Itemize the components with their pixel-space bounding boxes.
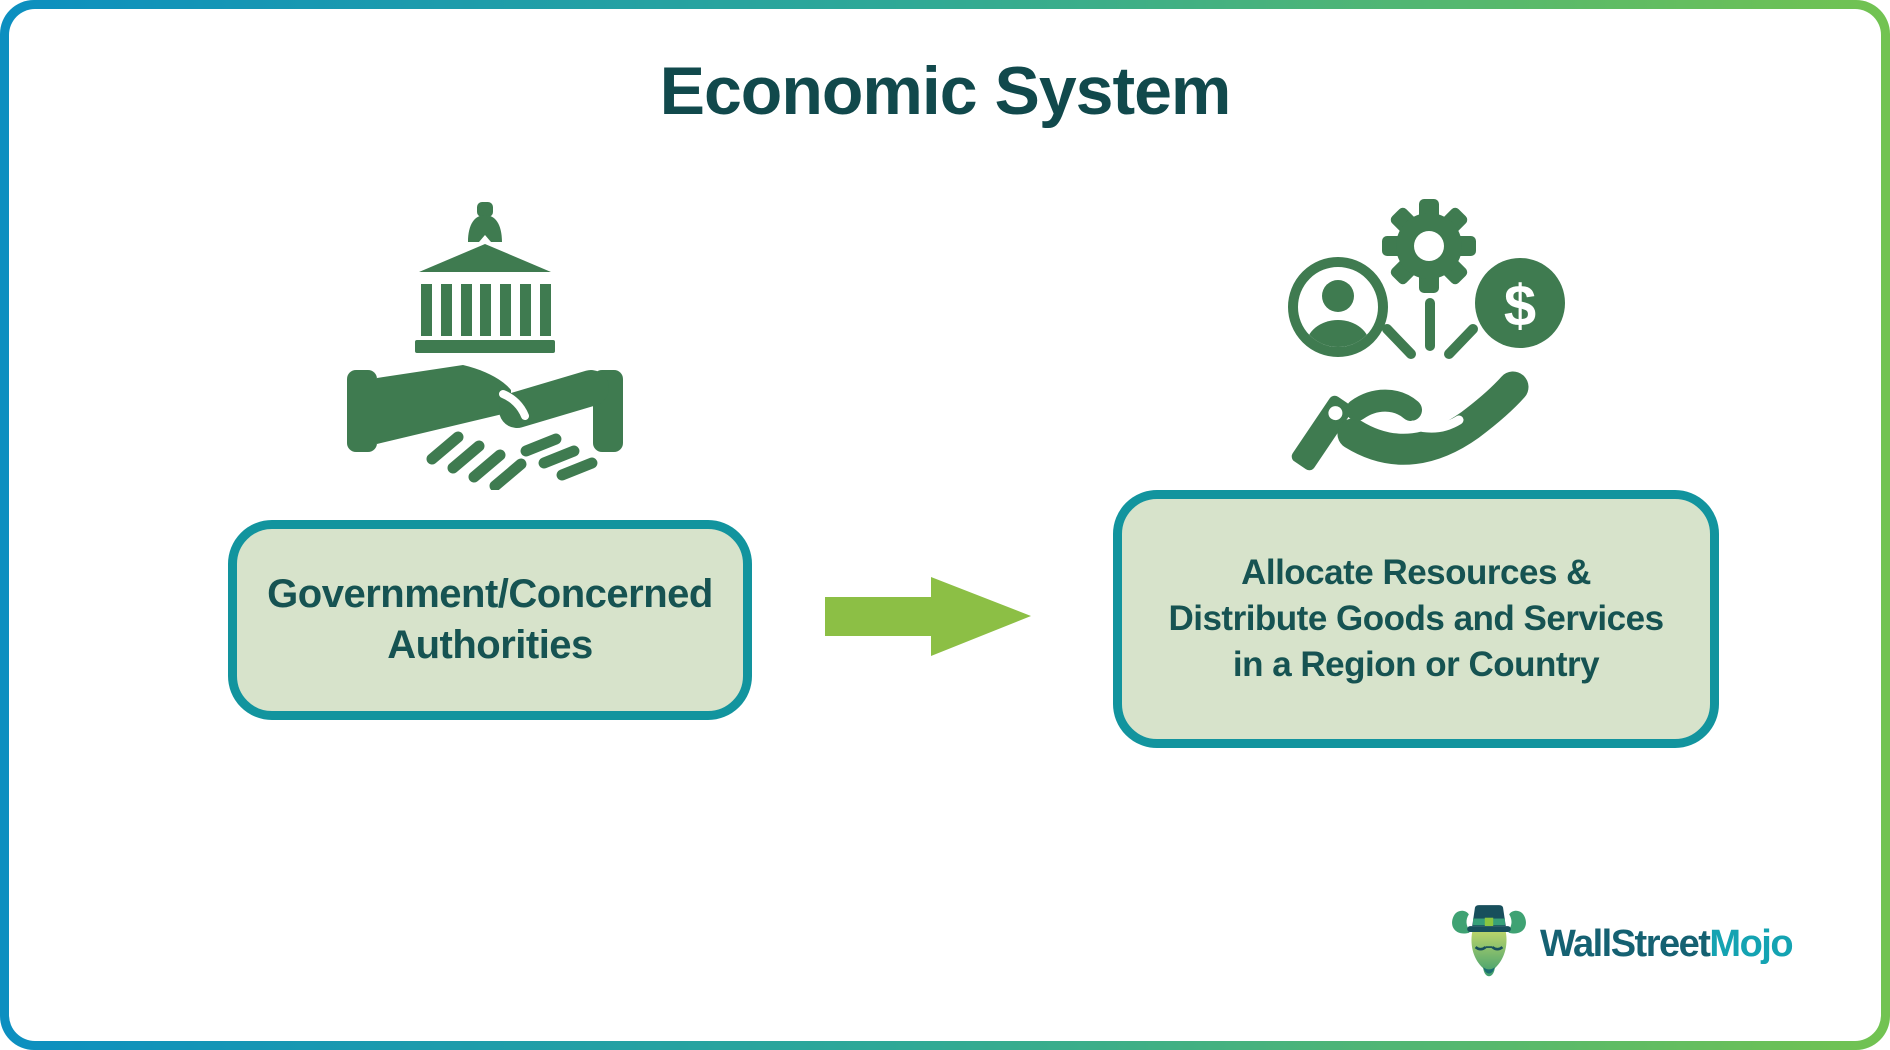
allocation-box: Allocate Resources & Distribute Goods an… [1113,490,1719,748]
dollar-coin-icon: $ [1475,258,1565,348]
open-hand-icon [1291,371,1529,471]
person-icon [1288,257,1388,357]
hand-giving-resources-icon: $ [1288,199,1565,471]
brand-wallstreet: WallStreet [1540,923,1711,965]
gear-icon [1382,199,1476,293]
rays [1382,298,1478,359]
brand-name: WallStreetMojo [1540,923,1794,966]
government-building-icon [415,202,555,353]
brand-mojo: Mojo [1709,923,1793,965]
government-handshake-icon [347,202,623,490]
government-box: Government/Concerned Authorities [228,520,752,720]
bull-mascot-icon [1452,904,1526,976]
arrow-right-icon [825,577,1031,656]
wallstreetmojo-logo: WallStreetMojo [1447,898,1794,991]
government-box-label: Government/Concerned Authorities [267,571,713,667]
page-title: Economic System [659,53,1232,129]
handshake-icon [347,365,623,490]
dollar-glyph: $ [1504,274,1536,339]
allocation-box-label: Allocate Resources & Distribute Goods an… [1168,552,1664,685]
